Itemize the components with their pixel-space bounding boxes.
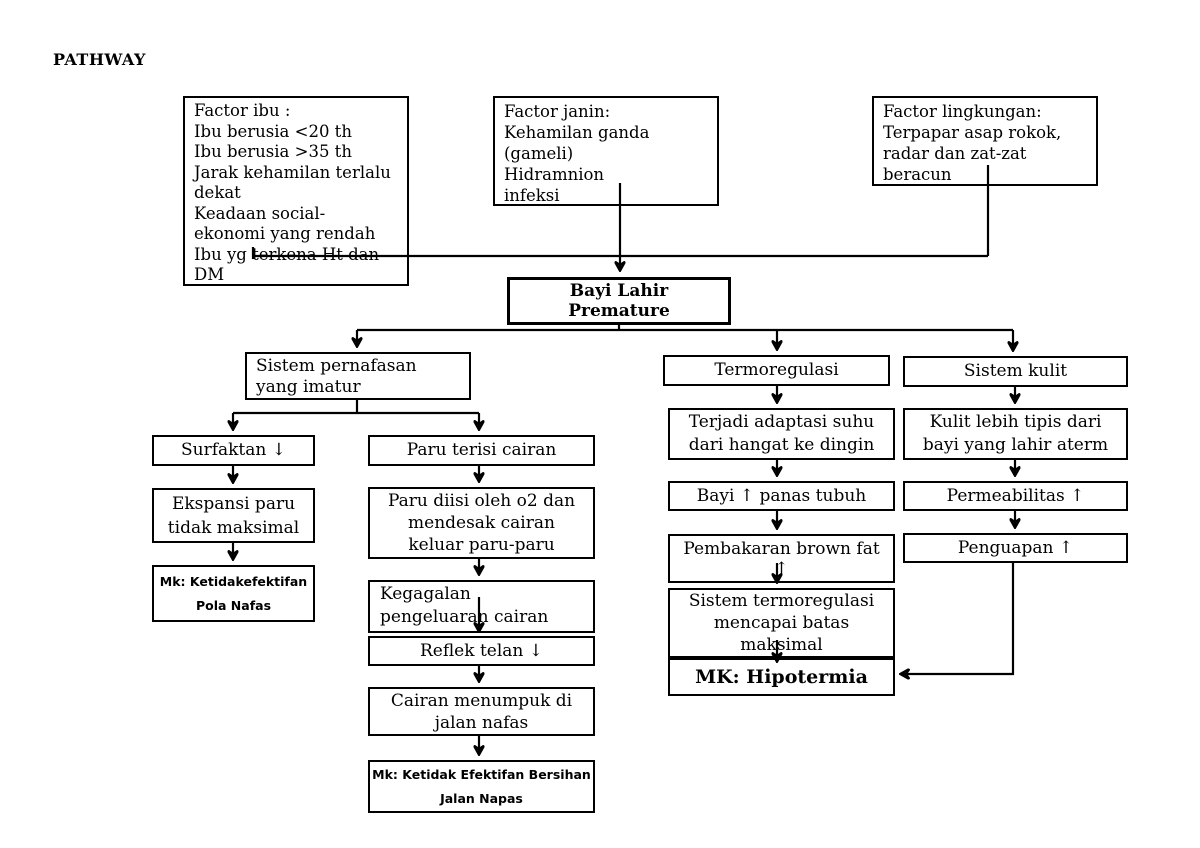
page-title: PATHWAY: [53, 50, 146, 69]
box-factor-janin: Factor janin: Kehamilan ganda (gameli) H…: [493, 96, 719, 206]
box-factor-ibu: Factor ibu : Ibu berusia <20 th Ibu beru…: [183, 96, 409, 286]
box-factor-lingkungan: Factor lingkungan: Terpapar asap rokok, …: [872, 96, 1098, 186]
box-paru-diisi-o2: Paru diisi oleh o2 dan mendesak cairan k…: [368, 487, 595, 559]
box-ekspansi-paru: Ekspansi paru tidak maksimal: [152, 488, 315, 543]
box-kulit-lebih-tipis: Kulit lebih tipis dari bayi yang lahir a…: [903, 408, 1128, 460]
box-mk-hipotermia: MK: Hipotermia: [668, 658, 895, 696]
box-sistem-pernafasan: Sistem pernafasan yang imatur: [245, 352, 471, 400]
box-mk-bersihan-jalan-napas: Mk: Ketidak Efektifan Bersihan Jalan Nap…: [368, 760, 595, 813]
arrow-penguapan-to-mk-hipotermia: [901, 563, 1015, 674]
box-termoregulasi: Termoregulasi: [663, 355, 890, 386]
box-mk-ketidakefektifan-pola-nafas: Mk: Ketidakefektifan Pola Nafas: [152, 565, 315, 622]
box-surfaktan: Surfaktan ↓: [152, 435, 315, 466]
box-cairan-menumpuk: Cairan menumpuk di jalan nafas: [368, 687, 595, 736]
box-kegagalan-pengeluaran-cairan: Kegagalan pengeluaran cairan: [368, 580, 595, 633]
box-terjadi-adaptasi-suhu: Terjadi adaptasi suhu dari hangat ke din…: [668, 408, 895, 460]
box-reflek-telan: Reflek telan ↓: [368, 636, 595, 666]
box-sistem-kulit: Sistem kulit: [903, 356, 1128, 387]
box-sistem-termoregulasi-batas: Sistem termoregulasi mencapai batas maks…: [668, 588, 895, 658]
box-penguapan: Penguapan ↑: [903, 533, 1128, 563]
box-paru-terisi-cairan: Paru terisi cairan: [368, 435, 595, 466]
box-permeabilitas: Permeabilitas ↑: [903, 481, 1128, 511]
box-bayi-panas-tubuh: Bayi ↑ panas tubuh: [668, 481, 895, 511]
box-pembakaran-brown-fat: Pembakaran brown fat ↑: [668, 534, 895, 583]
box-bayi-lahir-premature: Bayi Lahir Premature: [507, 277, 731, 325]
